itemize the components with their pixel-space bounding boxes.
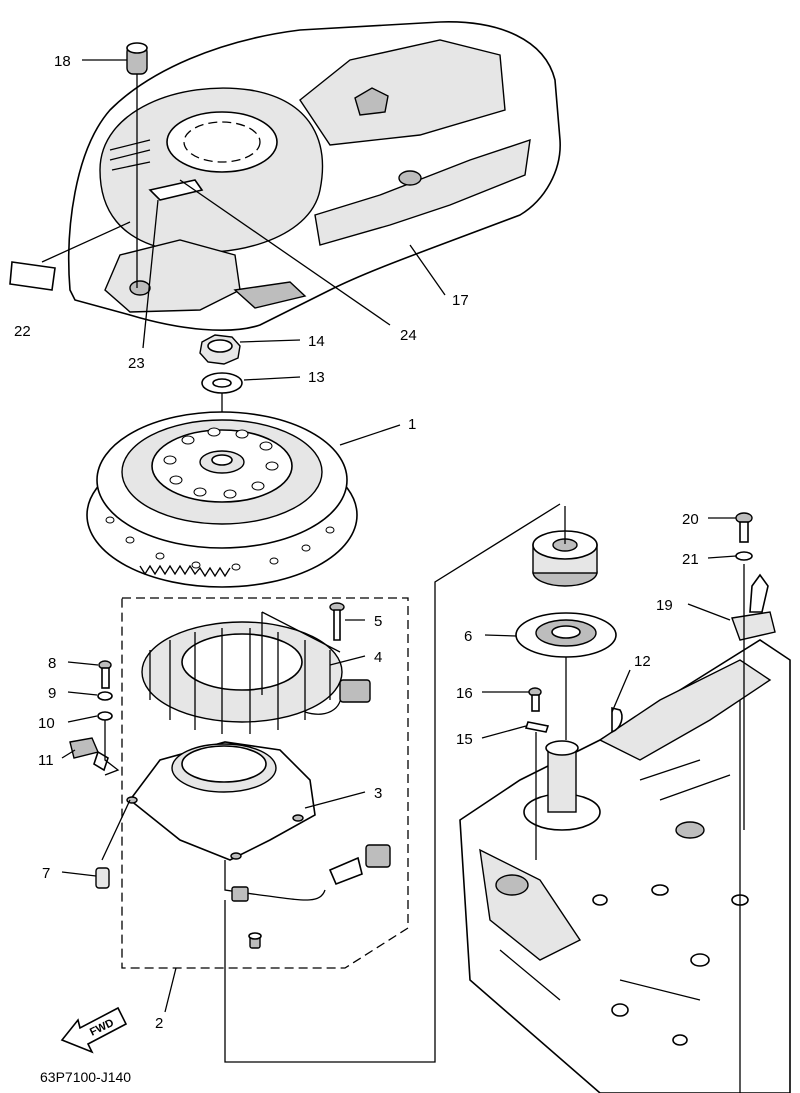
part-18-grommet	[126, 42, 148, 288]
callout-6: 6	[464, 628, 472, 645]
callout-5: 5	[374, 613, 382, 630]
callout-18: 18	[54, 53, 71, 70]
part-1-flywheel	[86, 411, 358, 588]
callout-24: 24	[400, 327, 417, 344]
callout-14: 14	[308, 333, 325, 350]
part-21-washer	[735, 551, 753, 561]
callout-10: 10	[38, 715, 55, 732]
callout-20: 20	[682, 511, 699, 528]
part-15-clip	[524, 721, 550, 733]
leader-lines	[41, 59, 737, 1013]
pulser-rotor	[532, 530, 598, 587]
part-13-washer	[201, 372, 243, 394]
callout-labels: 18 22 23 24 17 14 13 1 5 4 3 8 9 10 11 7…	[14, 53, 699, 1032]
part-19-bracket	[731, 573, 776, 641]
callout-1: 1	[408, 416, 416, 433]
callout-8: 8	[48, 655, 56, 672]
part-16-screw	[528, 687, 542, 712]
part-6-plate	[515, 612, 617, 658]
callout-4: 4	[374, 649, 382, 666]
part-4-stator	[141, 621, 371, 734]
part-20-bolt	[735, 512, 753, 543]
part-5-screw	[329, 602, 345, 641]
diagram-code: 63P7100-J140	[40, 1069, 131, 1085]
callout-9: 9	[48, 685, 56, 702]
part-2-assembly-box	[121, 597, 409, 969]
part-8-bolt	[98, 660, 112, 689]
flywheel-cover	[68, 21, 561, 331]
part-10-washer	[97, 711, 113, 721]
part-11-bracket	[69, 737, 109, 772]
callout-17: 17	[452, 292, 469, 309]
callout-13: 13	[308, 369, 325, 386]
callout-2: 2	[155, 1015, 163, 1032]
part-7-dowel	[95, 867, 110, 889]
callout-16: 16	[456, 685, 473, 702]
part-14-nut	[199, 334, 241, 365]
callout-15: 15	[456, 731, 473, 748]
callout-11: 11	[38, 752, 54, 769]
flywheel-holes	[105, 427, 335, 571]
callout-7: 7	[42, 865, 50, 882]
crankcase	[459, 639, 791, 1093]
callout-12: 12	[634, 653, 651, 670]
callout-23: 23	[128, 355, 145, 372]
callout-22: 22	[14, 323, 31, 340]
fwd-arrow: FWD	[60, 1006, 128, 1054]
base-screw	[248, 932, 262, 949]
callout-21: 21	[682, 551, 699, 568]
part-3-stator-base	[126, 741, 391, 902]
part-12-key	[611, 706, 623, 734]
callout-19: 19	[656, 597, 673, 614]
callout-3: 3	[374, 785, 382, 802]
part-9-washer	[97, 691, 113, 701]
part-22-label	[9, 261, 56, 291]
